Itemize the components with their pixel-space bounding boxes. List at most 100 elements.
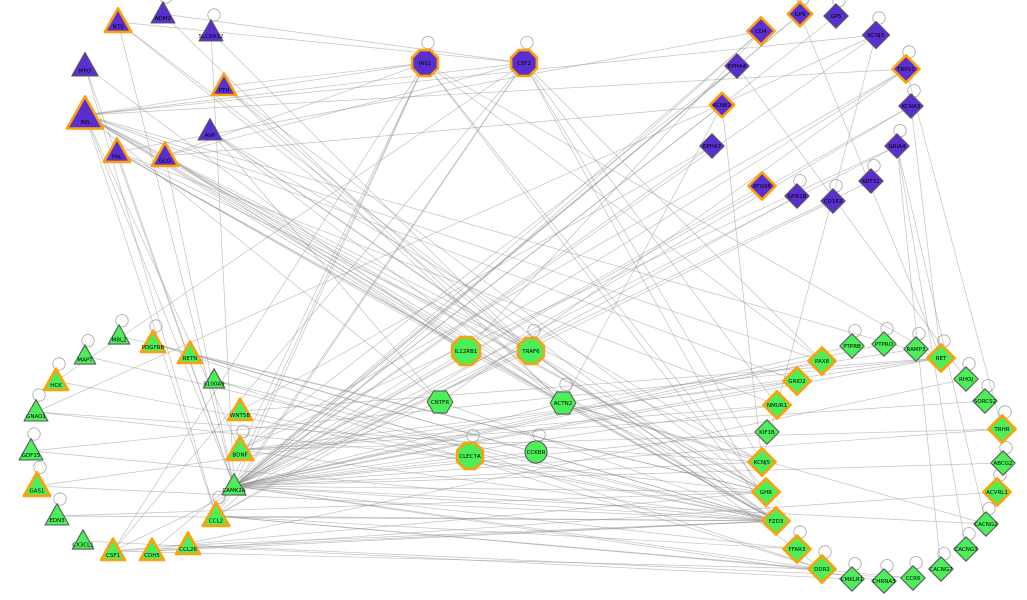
node-PDGFRB[interactable]: PDGFRB <box>139 329 167 354</box>
node-MAPT[interactable]: MAPT <box>73 344 97 365</box>
node-BDNF[interactable]: BDNF <box>225 435 255 462</box>
node-shape-CNTFR[interactable] <box>426 390 454 414</box>
node-EPHA4[interactable]: EPHA4 <box>724 53 750 79</box>
node-KCNA3[interactable]: KCNA3 <box>898 93 924 119</box>
node-shape-CD4[interactable] <box>746 16 776 46</box>
node-shape-KCNE1[interactable] <box>708 91 736 119</box>
node-shape-RHOJ[interactable] <box>953 366 979 392</box>
node-shape-CD163[interactable] <box>820 188 846 214</box>
node-shape-DDR2[interactable] <box>807 554 837 584</box>
node-shape-PTH[interactable] <box>210 72 238 97</box>
node-shape-GNAO1[interactable] <box>23 399 49 422</box>
node-RHOJ[interactable]: RHOJ <box>953 366 979 392</box>
node-SORCS2[interactable]: SORCS2 <box>972 388 998 414</box>
node-shape-CX3CL1[interactable] <box>71 529 95 550</box>
node-GAS1[interactable]: GAS1 <box>22 471 52 498</box>
node-shape-INS[interactable] <box>65 95 105 130</box>
node-shape-ACTN2[interactable] <box>549 391 577 415</box>
node-NTS[interactable]: NTS <box>103 7 133 34</box>
node-HCK[interactable]: HCK <box>42 367 70 392</box>
node-MPO[interactable]: MPO <box>71 51 99 77</box>
node-shape-CLEC7A[interactable] <box>455 441 485 471</box>
node-shape-FFAR3[interactable] <box>782 534 812 564</box>
node-CSF2[interactable]: CSF2 <box>509 48 539 78</box>
node-KCNJ5[interactable]: KCNJ5 <box>747 447 777 477</box>
node-WNT5B[interactable]: WNT5B <box>226 397 254 422</box>
node-shape-CCKBR[interactable] <box>524 440 548 464</box>
node-shape-GRIA4[interactable] <box>884 133 910 159</box>
node-shape-CSF1[interactable] <box>99 537 127 562</box>
node-GDF15[interactable]: GDF15 <box>18 438 44 461</box>
node-shape-GRID2[interactable] <box>782 366 812 396</box>
node-shape-KCNJ5[interactable] <box>747 447 777 477</box>
node-KRT31[interactable]: KRT31 <box>858 168 884 194</box>
node-shape-GDF15[interactable] <box>18 438 44 461</box>
node-PTH[interactable]: PTH <box>210 72 238 97</box>
node-shape-S100A9[interactable] <box>202 368 226 389</box>
node-shape-SLC6A12[interactable] <box>198 19 224 42</box>
node-GHR[interactable]: GHR <box>751 477 781 507</box>
node-shape-GP9[interactable] <box>786 0 814 28</box>
node-shape-KRT31[interactable] <box>858 168 884 194</box>
node-shape-AVP[interactable] <box>197 118 223 141</box>
node-shape-EDN3[interactable] <box>44 503 70 526</box>
node-shape-GPR18[interactable] <box>784 183 810 209</box>
node-shape-MBL2[interactable] <box>107 324 131 345</box>
node-GP5[interactable]: GP5 <box>823 3 849 29</box>
node-shape-IRS1[interactable] <box>410 48 440 78</box>
node-IRS1[interactable]: IRS1 <box>410 48 440 78</box>
node-shape-GHR[interactable] <box>751 477 781 507</box>
node-TRHR[interactable]: TRHR <box>987 414 1017 444</box>
node-CACNG3[interactable]: CACNG3 <box>953 536 979 562</box>
node-shape-ADM2[interactable] <box>150 1 176 24</box>
node-shape-MPO[interactable] <box>71 51 99 77</box>
node-shape-TRAF6[interactable] <box>516 336 546 366</box>
node-EPHA7[interactable]: EPHA7 <box>699 133 725 159</box>
node-TRAF6[interactable]: TRAF6 <box>516 336 546 366</box>
node-KIF1B[interactable]: KIF1B <box>754 419 780 445</box>
node-shape-CMKLR1[interactable] <box>839 566 865 592</box>
node-shape-PRL[interactable] <box>102 137 132 164</box>
node-shape-RAMP3[interactable] <box>903 336 929 362</box>
node-shape-CCL26[interactable] <box>174 531 202 556</box>
node-shape-RET[interactable] <box>926 343 956 373</box>
node-shape-ATG9B[interactable] <box>747 171 777 201</box>
node-DDR2[interactable]: DDR2 <box>807 554 837 584</box>
node-shape-NMUR1[interactable] <box>762 390 792 420</box>
node-CMKLR1[interactable]: CMKLR1 <box>839 566 865 592</box>
node-shape-HCK[interactable] <box>42 367 70 392</box>
node-shape-KCNA3[interactable] <box>898 93 924 119</box>
node-ATG9B[interactable]: ATG9B <box>747 171 777 201</box>
node-shape-CSF2[interactable] <box>509 48 539 78</box>
node-shape-RETN[interactable] <box>176 340 204 365</box>
node-shape-CCL2[interactable] <box>201 501 231 528</box>
node-shape-CHRNA3[interactable] <box>871 568 897 594</box>
node-CLEC7A[interactable]: CLEC7A <box>455 441 485 471</box>
node-ADM2[interactable]: ADM2 <box>150 1 176 24</box>
node-TRPV1[interactable]: TRPV1 <box>891 54 921 84</box>
node-shape-GAS1[interactable] <box>22 471 52 498</box>
node-CACNG2[interactable]: CACNG2 <box>973 511 999 537</box>
node-NMUR1[interactable]: NMUR1 <box>762 390 792 420</box>
node-CACNG7[interactable]: CACNG7 <box>928 556 954 582</box>
node-KCNE1[interactable]: KCNE1 <box>708 91 736 119</box>
node-shape-GP5[interactable] <box>823 3 849 29</box>
node-S100A9[interactable]: S100A9 <box>202 368 226 389</box>
node-shape-IL12RB1[interactable] <box>450 335 482 367</box>
node-shape-PAX8[interactable] <box>807 346 837 376</box>
node-shape-NTS[interactable] <box>103 7 133 34</box>
node-IL12RB1[interactable]: IL12RB1 <box>450 335 482 367</box>
node-shape-EPHA7[interactable] <box>699 133 725 159</box>
node-GPR18[interactable]: GPR18 <box>784 183 810 209</box>
node-shape-CACNG3[interactable] <box>953 536 979 562</box>
node-KCNJ3[interactable]: KCNJ3 <box>861 20 891 50</box>
node-shape-ABCG2[interactable] <box>990 450 1016 476</box>
node-shape-MAPT[interactable] <box>73 344 97 365</box>
node-MBL2[interactable]: MBL2 <box>107 324 131 345</box>
node-shape-CCR6[interactable] <box>900 565 926 591</box>
node-CD4[interactable]: CD4 <box>746 16 776 46</box>
node-EDN3[interactable]: EDN3 <box>44 503 70 526</box>
node-shape-BDNF[interactable] <box>225 435 255 462</box>
node-shape-CAMK2A[interactable] <box>221 473 247 496</box>
